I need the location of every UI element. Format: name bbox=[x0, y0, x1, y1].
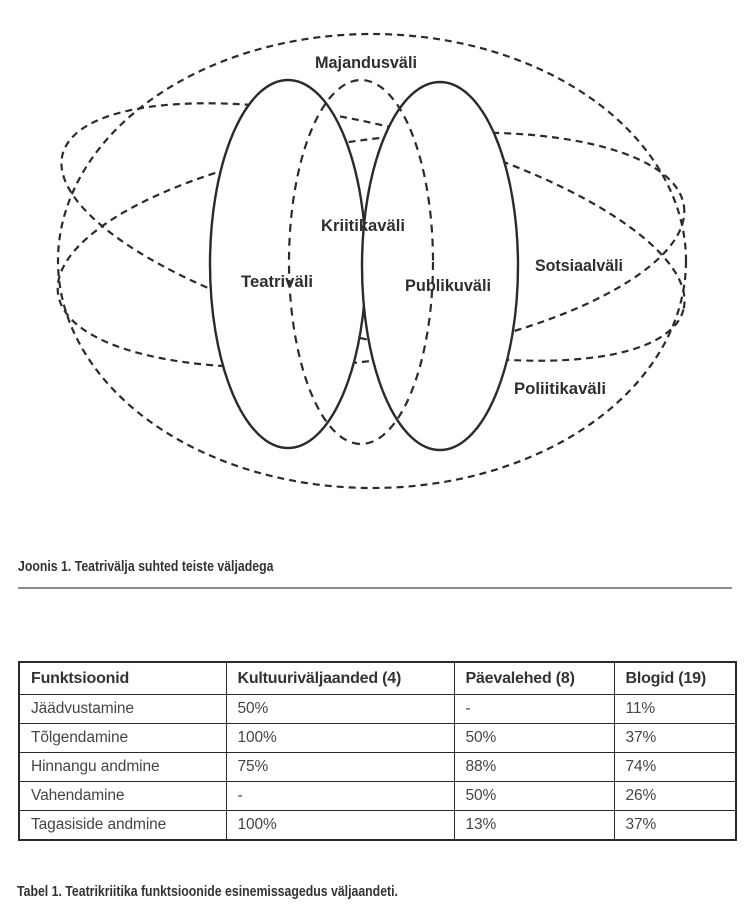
cell-value: 74% bbox=[613, 752, 737, 782]
cell-value: 26% bbox=[613, 781, 737, 811]
table-row: Hinnangu andmine 75% 88% 74% bbox=[18, 752, 737, 782]
row-label: Vahendamine bbox=[18, 781, 227, 811]
column-header-funktsioonid: Funktsioonid bbox=[18, 661, 227, 695]
publikuvali-ellipse bbox=[360, 80, 520, 452]
table-header-row: Funktsioonid Kultuuriväljaanded (4) Päev… bbox=[18, 661, 737, 695]
column-header-paevalehed: Päevalehed (8) bbox=[453, 661, 615, 695]
teatrivali-label: Teatriväli bbox=[241, 273, 313, 291]
cell-value: 11% bbox=[613, 694, 737, 724]
kriitikavali-label: Kriitikaväli bbox=[321, 217, 405, 235]
table-caption: Tabel 1. Teatrikriitika funktsioonide es… bbox=[17, 883, 398, 900]
row-label: Tõlgendamine bbox=[18, 723, 227, 753]
table-row: Tõlgendamine 100% 50% 37% bbox=[18, 723, 737, 753]
cell-value: 100% bbox=[225, 810, 455, 841]
field-diagram-figure: Majandusväli Kriitikaväli Teatriväli Pub… bbox=[56, 32, 688, 490]
column-header-kultuurivaljaanded: Kultuuriväljaanded (4) bbox=[225, 661, 455, 695]
figure-caption: Joonis 1. Teatrivälja suhted teiste välj… bbox=[18, 558, 274, 575]
column-header-blogid: Blogid (19) bbox=[613, 661, 737, 695]
row-label: Jäädvustamine bbox=[18, 694, 227, 724]
cell-value: 37% bbox=[613, 723, 737, 753]
row-label: Hinnangu andmine bbox=[18, 752, 227, 782]
sotsiaalvali-label: Sotsiaalväli bbox=[535, 257, 623, 275]
majandusvali-label: Majandusväli bbox=[315, 54, 417, 72]
table-row: Vahendamine - 50% 26% bbox=[18, 781, 737, 811]
majandusvali-ellipse bbox=[56, 32, 688, 490]
frequency-table: Funktsioonid Kultuuriväljaanded (4) Päev… bbox=[18, 661, 737, 841]
poliitikavali-ellipse bbox=[60, 102, 686, 362]
cell-value: - bbox=[453, 694, 615, 724]
teatrivali-ellipse bbox=[208, 78, 368, 450]
cell-value: 50% bbox=[225, 694, 455, 724]
cell-value: - bbox=[225, 781, 455, 811]
field-diagram-svg: Majandusväli Kriitikaväli Teatriväli Pub… bbox=[56, 32, 688, 490]
section-divider bbox=[18, 587, 732, 589]
cell-value: 88% bbox=[453, 752, 615, 782]
cell-value: 50% bbox=[453, 781, 615, 811]
table-row: Jäädvustamine 50% - 11% bbox=[18, 694, 737, 724]
cell-value: 13% bbox=[453, 810, 615, 841]
cell-value: 50% bbox=[453, 723, 615, 753]
poliitikavali-label: Poliitikaväli bbox=[514, 380, 606, 398]
table-row: Tagasiside andmine 100% 13% 37% bbox=[18, 810, 737, 841]
cell-value: 37% bbox=[613, 810, 737, 841]
cell-value: 100% bbox=[225, 723, 455, 753]
kriitikavali-ellipse bbox=[287, 78, 435, 446]
cell-value: 75% bbox=[225, 752, 455, 782]
publikuvali-label: Publikuväli bbox=[405, 277, 491, 295]
row-label: Tagasiside andmine bbox=[18, 810, 227, 841]
